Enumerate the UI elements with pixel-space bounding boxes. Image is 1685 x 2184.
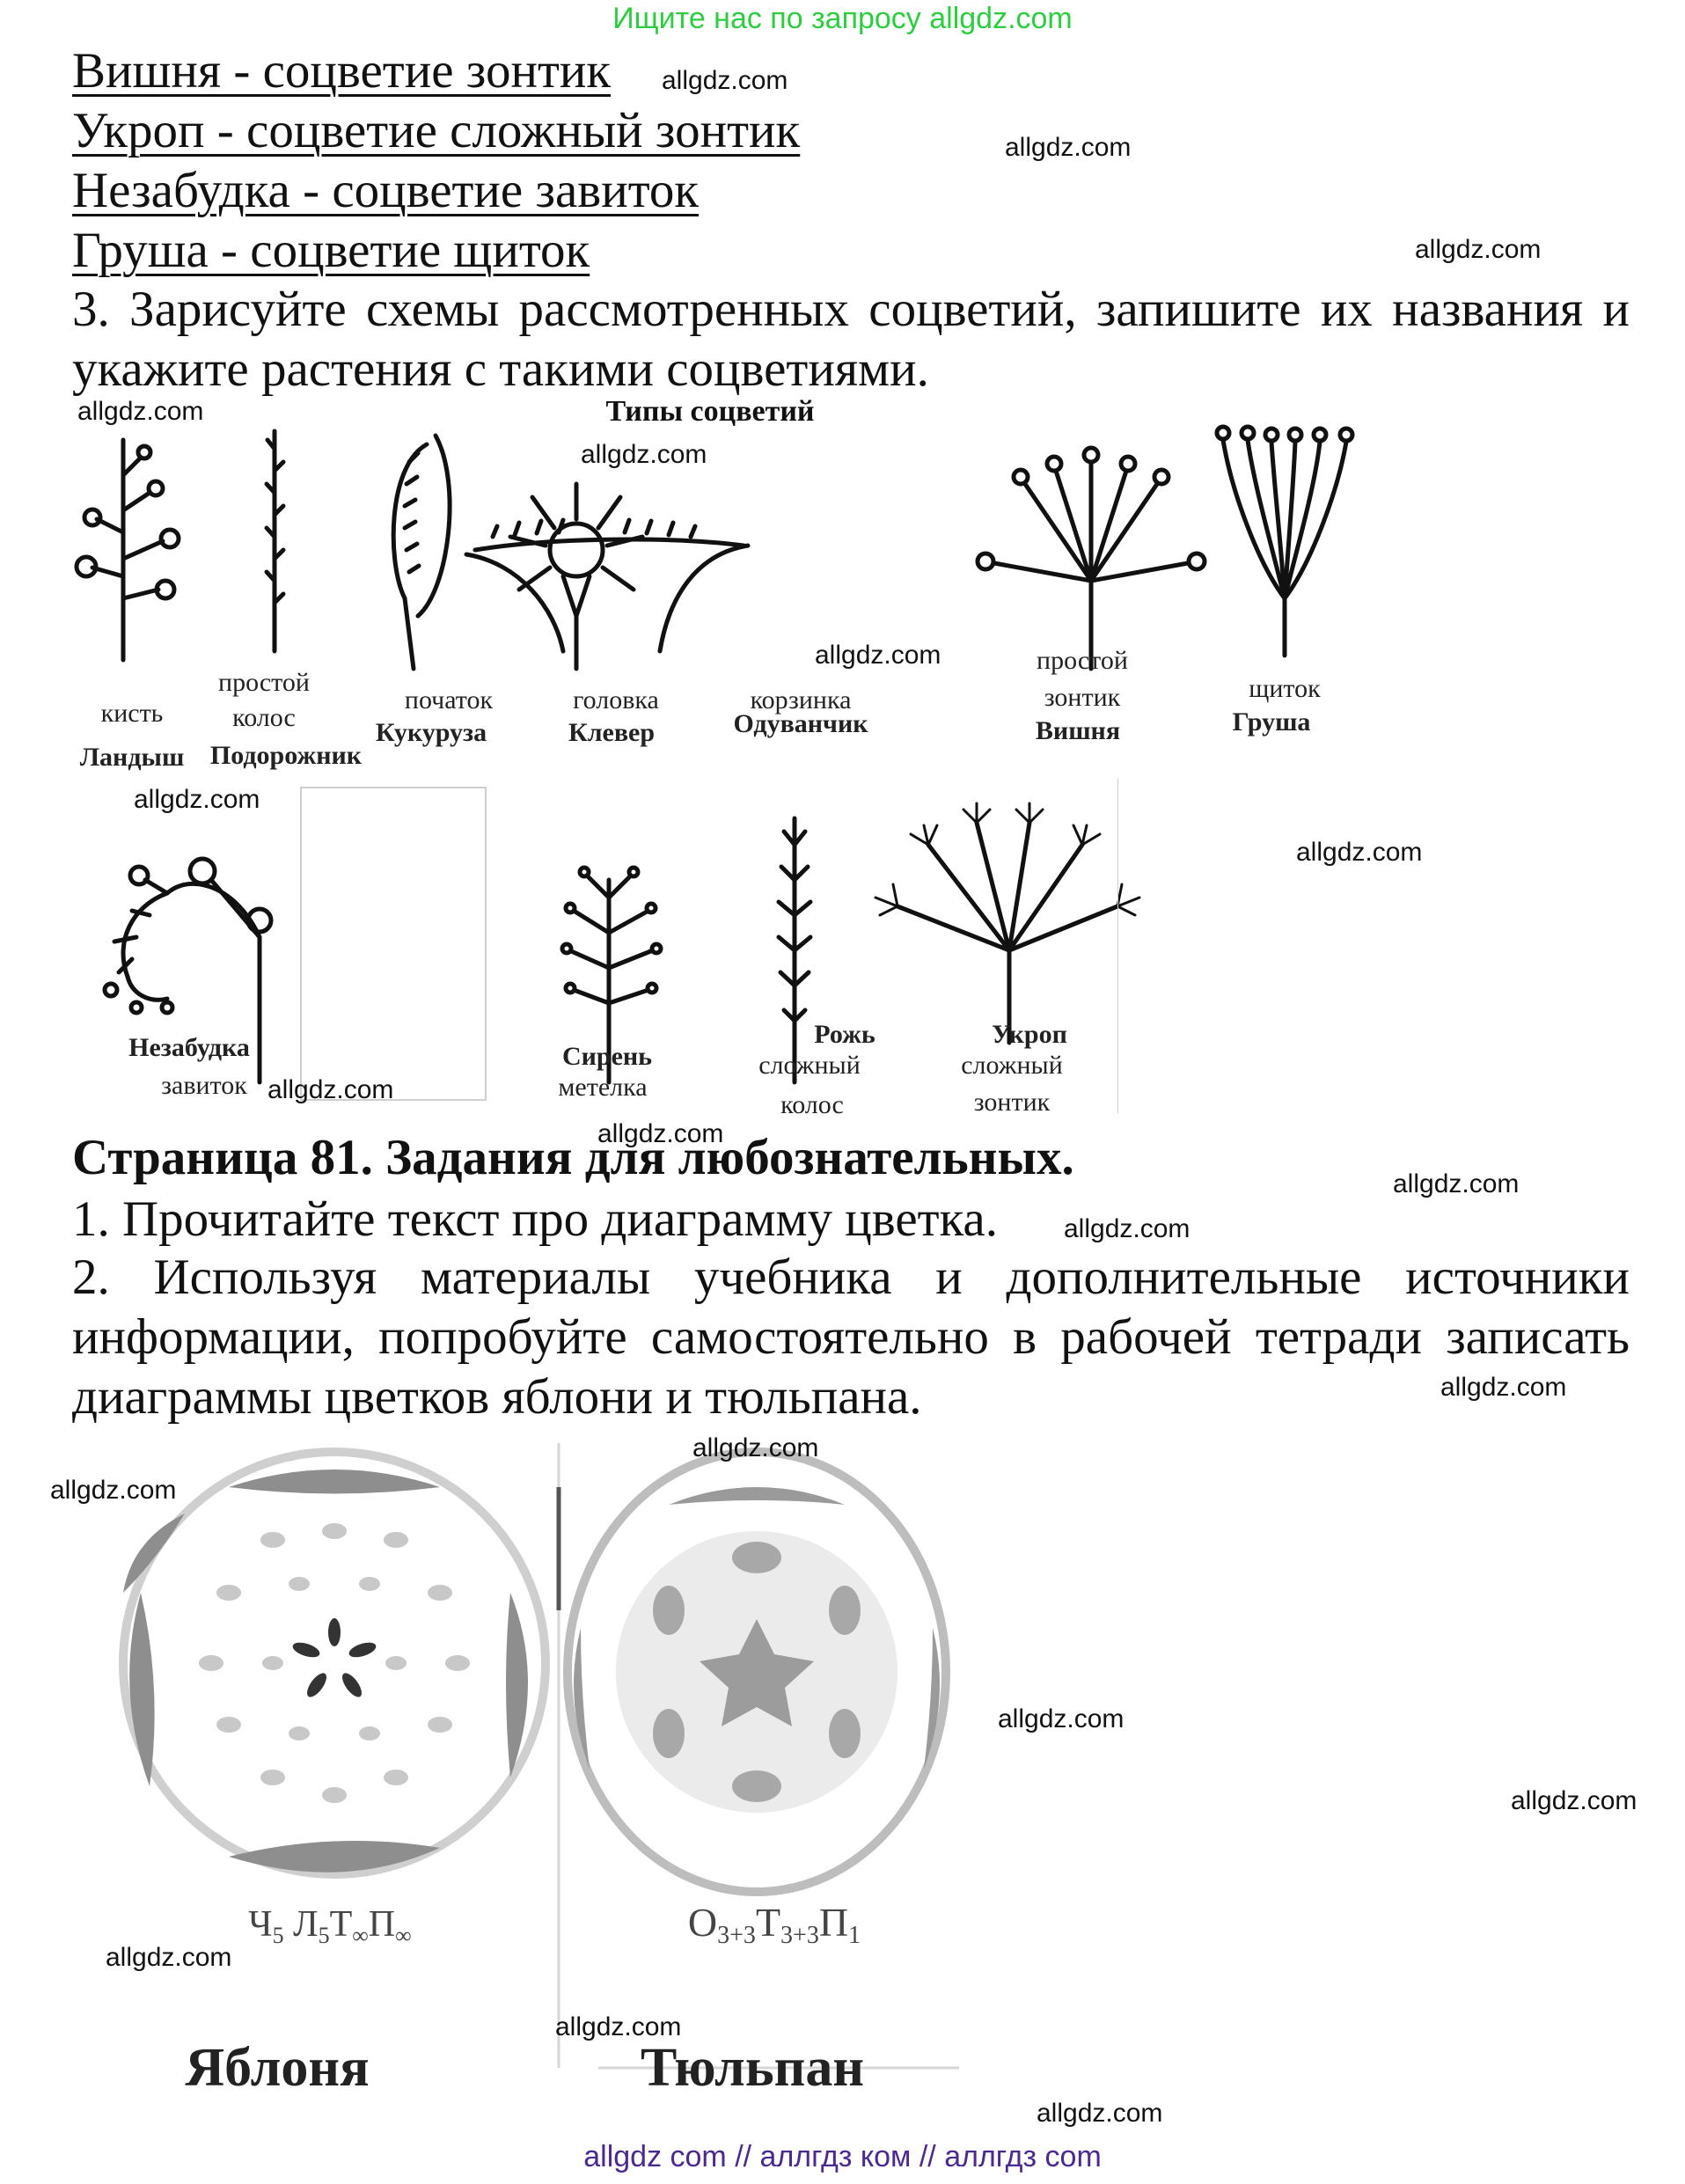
- label-plant-simple-umbel: Вишня: [1036, 716, 1120, 745]
- label-type-compound-umbel-2: зонтик: [974, 1088, 1051, 1117]
- watermark: allgdz.com: [555, 2012, 682, 2041]
- task-2-text: 2. Используя материалы учебника и дополн…: [72, 1250, 1630, 1425]
- apple-name: Яблоня: [185, 2038, 369, 2098]
- label-plant-compound-umbel: Укроп: [992, 1020, 1067, 1049]
- label-type-compound-spike-1: сложный: [758, 1051, 861, 1080]
- task-3-text: 3. Зарисуйте схемы рассмотренных соцвети…: [72, 282, 1630, 397]
- flower-diagrams: Ч5 Л5Т∞П∞ О3+3Т3+3П1 Яблоня Тюльпан: [119, 1443, 959, 2098]
- answer-line-2: Укроп - соцветие сложный зонтик: [72, 103, 801, 158]
- watermark: allgdz.com: [692, 1433, 819, 1462]
- label-type-simple-spike-2: колос: [232, 703, 296, 732]
- top-banner: Ищите нас по запросу allgdz.com: [612, 2, 1073, 35]
- simple-umbel-icon: [975, 445, 1207, 671]
- head-icon: [508, 481, 645, 671]
- watermark: allgdz.com: [1393, 1169, 1520, 1198]
- label-type-spadix: початок: [405, 685, 494, 715]
- answer-line-4: Груша - соцветие щиток: [72, 223, 590, 278]
- label-type-compound-spike-2: колос: [780, 1090, 844, 1119]
- watermark: allgdz.com: [1440, 1373, 1567, 1402]
- blank-panel-left: [300, 787, 487, 1101]
- label-type-raceme: кисть: [101, 699, 164, 728]
- watermark: allgdz.com: [1296, 838, 1423, 867]
- watermark: allgdz.com: [1005, 133, 1132, 162]
- simple-spike-icon: [264, 429, 286, 654]
- watermark: allgdz.com: [1064, 1214, 1190, 1243]
- tulip-formula: О3+3Т3+3П1: [688, 1900, 861, 1949]
- label-plant-panicle: Сирень: [562, 1042, 652, 1071]
- apple-diagram-icon: [119, 1447, 550, 1879]
- compound-umbel-icon: [874, 802, 1141, 1045]
- tulip-name: Тюльпан: [641, 2038, 864, 2098]
- label-plant-raceme: Ландыш: [80, 743, 185, 772]
- watermark: allgdz.com: [77, 397, 204, 426]
- label-type-corymb: щиток: [1249, 674, 1321, 703]
- label-type-panicle: метелка: [558, 1073, 647, 1102]
- watermark: allgdz.com: [998, 1704, 1125, 1733]
- label-type-simple-spike-1: простой: [218, 668, 310, 697]
- watermark: allgdz.com: [597, 1119, 724, 1148]
- inflorescence-figure: Типы соцветий кисть Ландыш простой колос…: [74, 395, 1355, 1119]
- watermark: allgdz.com: [815, 641, 941, 670]
- watermark: allgdz.com: [1415, 235, 1542, 264]
- label-type-head: головка: [573, 685, 659, 715]
- tulip-diagram-icon: [556, 1443, 959, 2070]
- footer-links[interactable]: allgdz com // аллгдз ком // аллгдз com: [583, 2140, 1102, 2173]
- answer-line-1: Вишня - соцветие зонтик: [72, 43, 612, 99]
- label-plant-corymb: Груша: [1233, 707, 1311, 737]
- scorpioid-cyme-icon: [102, 856, 274, 1085]
- label-type-basket: корзинка: [751, 685, 852, 715]
- task-1-text: 1. Прочитайте текст про диаграмму цветка…: [72, 1191, 998, 1247]
- label-plant-basket: Одуванчик: [733, 709, 868, 738]
- label-plant-simple-spike: Подорожник: [210, 741, 363, 770]
- label-plant-spadix: Кукуруза: [376, 718, 487, 747]
- watermark: allgdz.com: [1511, 1786, 1637, 1815]
- compound-spike-icon: [776, 816, 813, 1085]
- watermark: allgdz.com: [581, 440, 707, 469]
- basket-icon: [464, 517, 751, 654]
- watermark: allgdz.com: [662, 66, 788, 95]
- apple-formula: Ч5 Л5Т∞П∞: [248, 1904, 411, 1948]
- answer-line-3: Незабудка - соцветие завиток: [72, 163, 700, 218]
- label-plant-compound-spike: Рожь: [814, 1020, 875, 1049]
- label-plant-scorpioid: Незабудка: [128, 1033, 250, 1062]
- label-type-scorpioid: завиток: [161, 1071, 247, 1100]
- panicle-icon: [560, 865, 663, 1085]
- watermark: allgdz.com: [50, 1476, 177, 1505]
- watermark: allgdz.com: [134, 785, 260, 814]
- label-plant-head: Клевер: [568, 718, 655, 747]
- spadix-icon: [391, 433, 452, 671]
- watermark: allgdz.com: [1037, 2099, 1163, 2128]
- label-type-compound-umbel-1: сложный: [961, 1051, 1063, 1080]
- watermark: allgdz.com: [106, 1943, 232, 1972]
- label-type-simple-umbel-1: простой: [1037, 646, 1128, 675]
- label-type-simple-umbel-2: зонтик: [1044, 683, 1121, 712]
- watermark: allgdz.com: [267, 1075, 394, 1104]
- raceme-icon: [74, 437, 181, 663]
- section-heading: Страница 81. Задания для любознательных.: [72, 1130, 1074, 1185]
- corymb-icon: [1214, 424, 1355, 658]
- figure-title: Типы соцветий: [605, 395, 814, 428]
